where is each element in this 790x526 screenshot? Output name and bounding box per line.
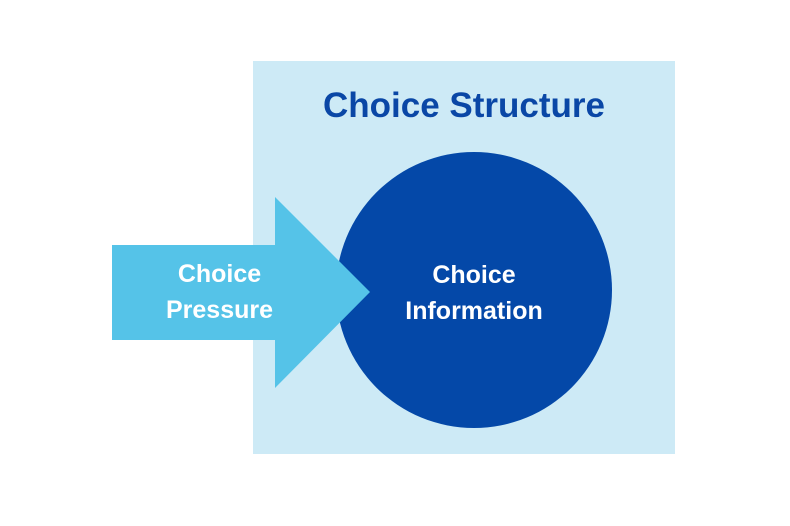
choice-structure-title: Choice Structure bbox=[323, 86, 605, 125]
choice-information-circle bbox=[336, 152, 612, 428]
choice-pressure-arrow bbox=[112, 197, 370, 388]
choice-pressure-line1: Choice bbox=[177, 260, 262, 288]
choice-information-label: Choice Information bbox=[336, 257, 612, 329]
choice-pressure-line2: Pressure bbox=[165, 296, 274, 324]
choice-pressure-label: Choice Pressure bbox=[112, 256, 327, 328]
choice-information-line2: Information bbox=[405, 297, 543, 325]
choice-information-line1: Choice bbox=[432, 261, 516, 289]
